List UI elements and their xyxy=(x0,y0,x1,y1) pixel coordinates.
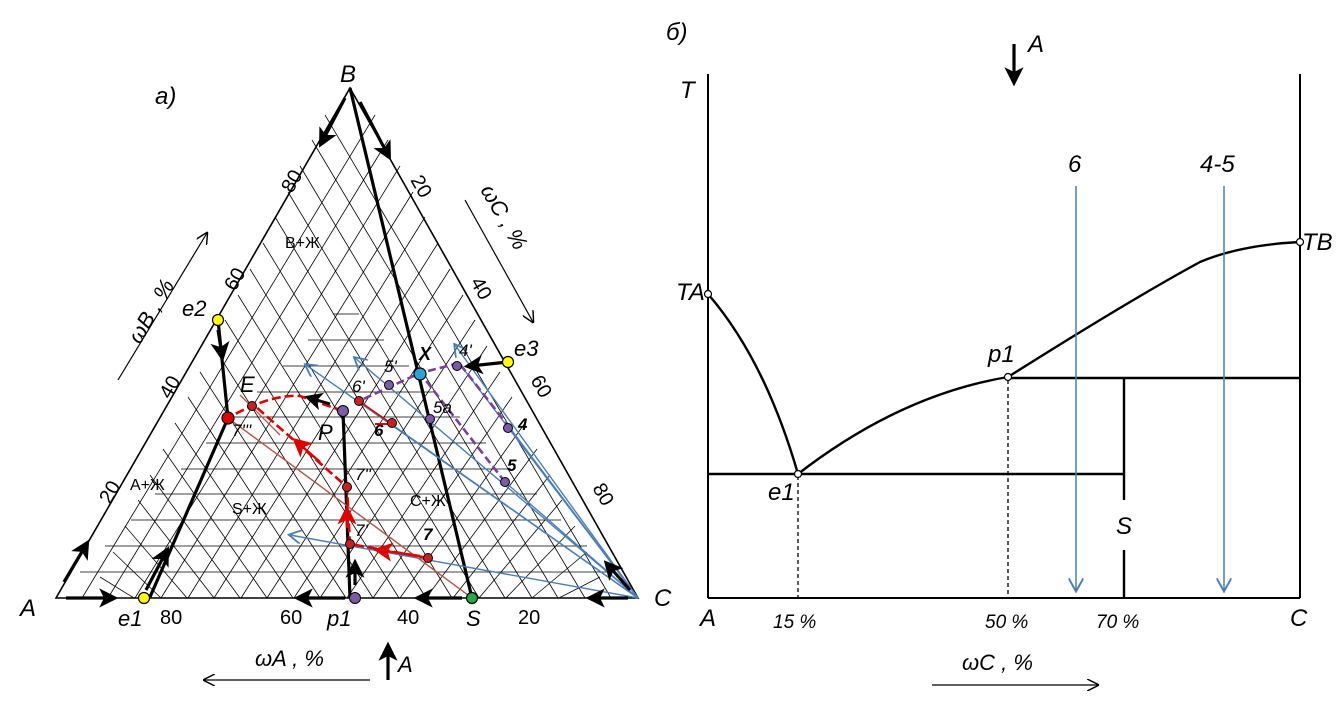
ternary-diagram: а) B A C 80 60 40 20 20 40 60 80 20 40 6… xyxy=(18,61,672,680)
label-e3: e3 xyxy=(514,336,539,361)
y-axis-label: T xyxy=(680,77,697,104)
point-X xyxy=(413,367,427,381)
point-E xyxy=(221,411,235,425)
panel-label-b: б) xyxy=(666,19,688,46)
tick-b-40: 40 xyxy=(155,372,185,402)
x-left-label: A xyxy=(698,605,716,632)
edge-arrows xyxy=(62,97,632,680)
point-5p xyxy=(384,380,394,390)
point-6 xyxy=(387,418,397,428)
label-S-right: S xyxy=(1116,513,1132,540)
label-4: 4 xyxy=(517,415,528,434)
x-tick-70: 70 % xyxy=(1096,612,1139,633)
vertex-A: A xyxy=(18,595,36,622)
axis-label-wB: ωB , % xyxy=(123,275,180,348)
point-e1 xyxy=(137,591,151,605)
point-e3 xyxy=(501,355,515,369)
x-right-label: C xyxy=(1290,605,1308,632)
axis-arrows xyxy=(117,199,533,680)
label-5prime: 5' xyxy=(384,357,397,376)
label-X: X xyxy=(418,344,432,364)
x-tick-15: 15 % xyxy=(773,612,816,633)
cooling-label-6: 6 xyxy=(1068,151,1082,178)
label-S: S xyxy=(466,606,481,631)
point-4 xyxy=(503,423,513,433)
region-A-liquid: A+Ж xyxy=(130,477,165,494)
point-e2 xyxy=(211,313,225,327)
top-arrow-label: A xyxy=(1026,31,1044,58)
liquidus-C xyxy=(1007,240,1301,379)
label-4prime: 4' xyxy=(459,341,472,360)
point-TA xyxy=(703,289,713,299)
label-p1: p1 xyxy=(326,606,351,631)
label-5: 5 xyxy=(507,456,517,475)
label-7ppp: 7''' xyxy=(232,421,252,440)
region-S-liquid: S+Ж xyxy=(232,501,267,518)
label-E: E xyxy=(240,372,255,397)
vertex-B: B xyxy=(340,61,356,88)
label-e1-right: e1 xyxy=(768,479,795,506)
point-7ppp xyxy=(247,401,257,411)
point-7 xyxy=(423,553,433,563)
label-p1-right: p1 xyxy=(987,341,1015,368)
label-6: 6 xyxy=(374,421,384,440)
tick-a-80: 80 xyxy=(160,607,182,629)
x-axis-label: ωC , % xyxy=(962,650,1033,675)
liquidus-S xyxy=(797,375,1009,475)
vertex-C: C xyxy=(654,585,672,612)
point-p1-right xyxy=(1003,372,1013,382)
label-TA: TA xyxy=(676,279,705,306)
point-S xyxy=(465,591,479,605)
point-e1-right xyxy=(793,469,803,479)
cooling-label-4-5: 4-5 xyxy=(1200,151,1235,178)
label-7pp: 7'' xyxy=(355,465,372,484)
label-7: 7 xyxy=(423,525,434,544)
point-6p xyxy=(354,396,364,406)
label-P: P xyxy=(318,420,333,445)
label-arrow-A: A xyxy=(396,652,413,677)
panel-label-a: а) xyxy=(155,83,176,110)
label-e2: e2 xyxy=(182,296,206,321)
tick-a-60: 60 xyxy=(280,607,302,629)
ternary-triangle xyxy=(54,86,640,599)
axis-label-wA: ωA , % xyxy=(255,646,324,671)
label-5a: 5a xyxy=(433,398,452,417)
point-p1 xyxy=(349,592,361,604)
point-7pp xyxy=(342,482,352,492)
point-5a xyxy=(425,414,435,424)
tick-a-20: 20 xyxy=(518,607,540,629)
point-5 xyxy=(500,477,510,487)
tick-b-20: 20 xyxy=(95,477,125,507)
red-path xyxy=(227,392,429,562)
liquidus-A xyxy=(707,293,800,475)
region-B-liquid: B+Ж xyxy=(285,235,320,252)
point-7p xyxy=(345,539,355,549)
region-C-liquid: C+Ж xyxy=(410,493,446,510)
point-TB xyxy=(1295,237,1305,247)
tick-c-60: 60 xyxy=(526,372,556,402)
label-TB: TB xyxy=(1302,229,1333,256)
e3-to-4prime-arrow xyxy=(463,355,509,375)
axis-label-wC: ωC , % xyxy=(476,180,533,254)
tick-a-40: 40 xyxy=(397,607,419,629)
label-6prime: 6' xyxy=(352,377,365,396)
x-tick-50: 50 % xyxy=(985,612,1028,633)
binary-phase-diagram: б) A T TA TB e1 p1 S A C 15 % 50 % 70 % … xyxy=(666,19,1333,685)
boundary-lines xyxy=(148,87,474,599)
point-4p xyxy=(452,361,462,371)
tick-c-80: 80 xyxy=(588,480,618,510)
label-e1: e1 xyxy=(118,606,142,631)
point-P xyxy=(337,405,349,417)
label-7p: 7' xyxy=(355,521,368,540)
points xyxy=(137,313,515,605)
